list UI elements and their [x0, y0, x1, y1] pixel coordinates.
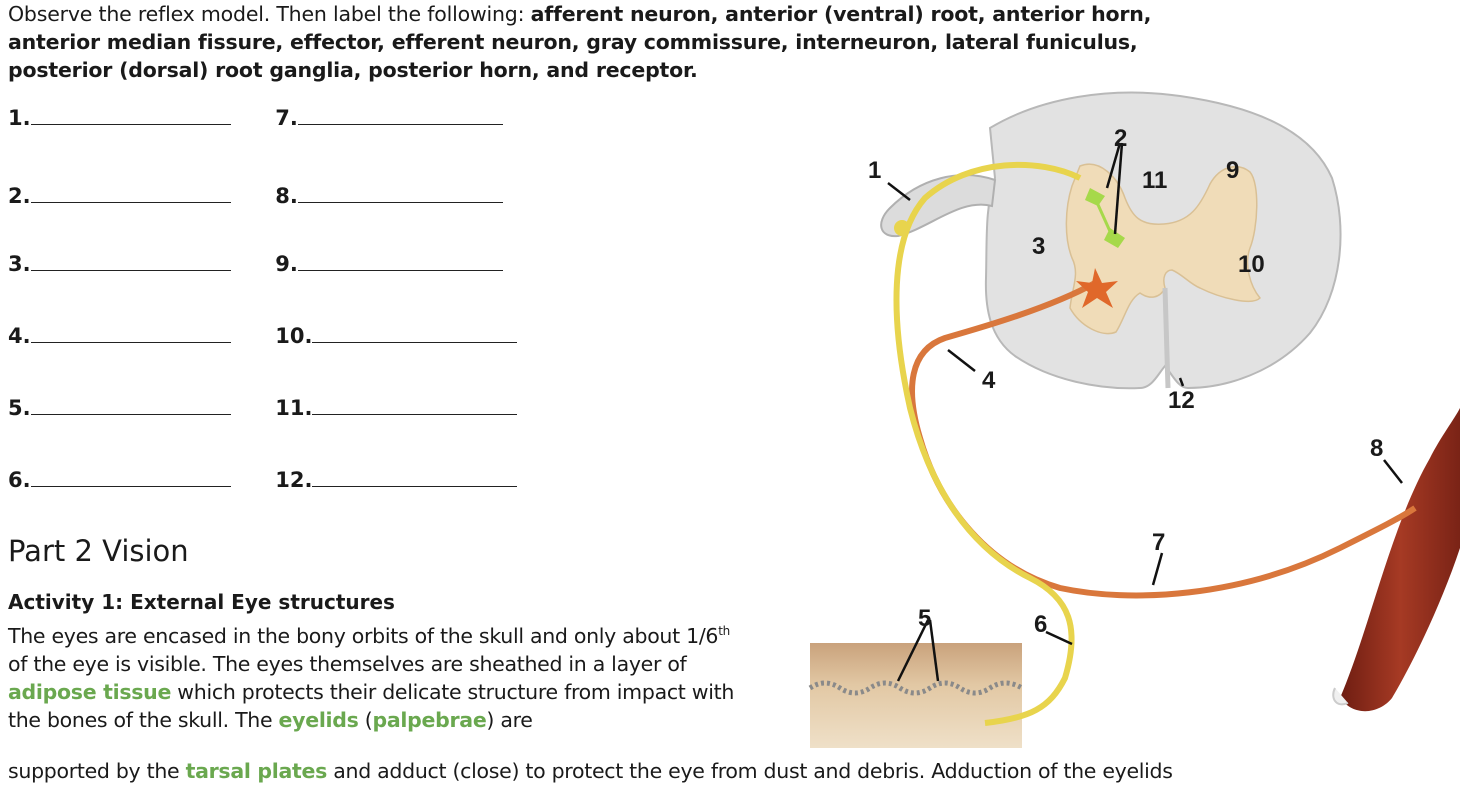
- answer-row: 4. 10.: [8, 322, 518, 352]
- afferent-neuron-axon: [893, 161, 1082, 726]
- diagram-label: 5: [918, 605, 931, 632]
- blank-number: 3.: [8, 252, 31, 276]
- blank-number: 4.: [8, 324, 31, 348]
- diagram-label: 1: [868, 157, 881, 184]
- diagram-label: 8: [1370, 435, 1383, 462]
- term-tarsal-plates: tarsal plates: [185, 759, 328, 783]
- anterior-median-fissure: [1162, 287, 1171, 389]
- instructions: Observe the reflex model. Then label the…: [8, 0, 1248, 84]
- leader-line-2b: [1113, 142, 1124, 235]
- reflex-arc-diagram: 1 2 3 4 5 6 7 8 9 10 11 12: [808, 91, 1460, 748]
- skin-receptor-block: [810, 643, 1022, 748]
- answer-blank-5[interactable]: [30, 394, 231, 415]
- blank-number: 1.: [8, 106, 31, 130]
- leader-line-2a: [1105, 142, 1122, 189]
- answer-row: 1. 7.: [8, 104, 503, 134]
- blank-number: 10.: [275, 324, 313, 348]
- diagram-label: 10: [1238, 251, 1265, 278]
- diagram-label: 6: [1034, 611, 1047, 638]
- effector-muscle: [1340, 408, 1460, 712]
- answer-blank-1[interactable]: [30, 104, 231, 125]
- answer-blank-6[interactable]: [30, 466, 231, 487]
- leader-line-4: [947, 349, 976, 372]
- eye-paragraph: The eyes are encased in the bony orbits …: [8, 617, 753, 734]
- blank-number: 6.: [8, 468, 31, 492]
- paragraph-text: which protects their delicate structure …: [8, 679, 735, 732]
- diagram-label: 2: [1114, 125, 1127, 152]
- paragraph-text: The eyes are encased in the bony orbits …: [8, 623, 719, 648]
- leader-line-6: [1045, 630, 1073, 646]
- answer-blank-2[interactable]: [30, 182, 231, 203]
- muscle-tendon: [1332, 687, 1349, 706]
- leader-line-5b: [928, 619, 940, 682]
- dorsal-root-ganglion: [894, 220, 910, 236]
- term-palpebrae: palpebrae: [372, 707, 487, 732]
- answer-row: 6. 12.: [8, 466, 518, 496]
- blank-number: 5.: [8, 396, 31, 420]
- answer-blank-10[interactable]: [312, 322, 518, 343]
- diagram-label: 3: [1032, 233, 1045, 260]
- leader-line-8: [1383, 459, 1403, 484]
- answer-row: 5. 11.: [8, 394, 518, 424]
- diagram-label: 11: [1142, 167, 1167, 194]
- paragraph-text: ) are: [486, 707, 533, 732]
- leader-line-1: [887, 182, 911, 201]
- blank-number: 7.: [275, 106, 298, 130]
- blank-number: 12.: [275, 468, 313, 492]
- paragraph-text: (: [358, 707, 373, 732]
- answer-blank-3[interactable]: [30, 250, 231, 271]
- paragraph-text: of the eye is visible. The eyes themselv…: [8, 651, 687, 676]
- blank-number: 11.: [275, 396, 313, 420]
- paragraph-text: supported by the: [8, 759, 186, 783]
- eye-paragraph-continued: supported by the tarsal plates and adduc…: [8, 757, 1458, 785]
- blank-number: 9.: [275, 252, 298, 276]
- part-title: Part 2 Vision: [8, 534, 189, 568]
- term-eyelids: eyelids: [278, 707, 359, 732]
- instructions-terms: afferent neuron, anterior (ventral) root…: [8, 2, 1152, 82]
- term-adipose-tissue: adipose tissue: [8, 679, 172, 704]
- instructions-lead: Observe the reflex model. Then label the…: [8, 2, 525, 26]
- diagram-label: 9: [1226, 157, 1239, 184]
- blank-number: 8.: [275, 184, 298, 208]
- diagram-label: 4: [982, 367, 996, 394]
- paragraph-text: and adduct (close) to protect the eye fr…: [327, 759, 1173, 783]
- answer-blank-4[interactable]: [30, 322, 231, 343]
- leader-line-7: [1151, 552, 1164, 586]
- answer-blank-9[interactable]: [297, 250, 503, 271]
- gray-matter: [1065, 163, 1262, 335]
- superscript: th: [718, 624, 730, 638]
- answer-blank-11[interactable]: [312, 394, 518, 415]
- leader-line-5a: [896, 619, 930, 682]
- blank-number: 2.: [8, 184, 31, 208]
- answer-blank-7[interactable]: [297, 104, 503, 125]
- activity-title: Activity 1: External Eye structures: [8, 590, 395, 614]
- answer-blank-12[interactable]: [312, 466, 518, 487]
- interneuron-fiber: [1093, 197, 1115, 239]
- leader-line-12: [1178, 377, 1185, 387]
- diagram-label: 7: [1152, 529, 1165, 556]
- motor-neuron-cell-body: [1076, 268, 1118, 308]
- answer-row: 3. 9.: [8, 250, 503, 280]
- answer-blank-8[interactable]: [297, 182, 503, 203]
- answer-row: 2. 8.: [8, 182, 503, 212]
- diagram-label: 12: [1168, 387, 1195, 414]
